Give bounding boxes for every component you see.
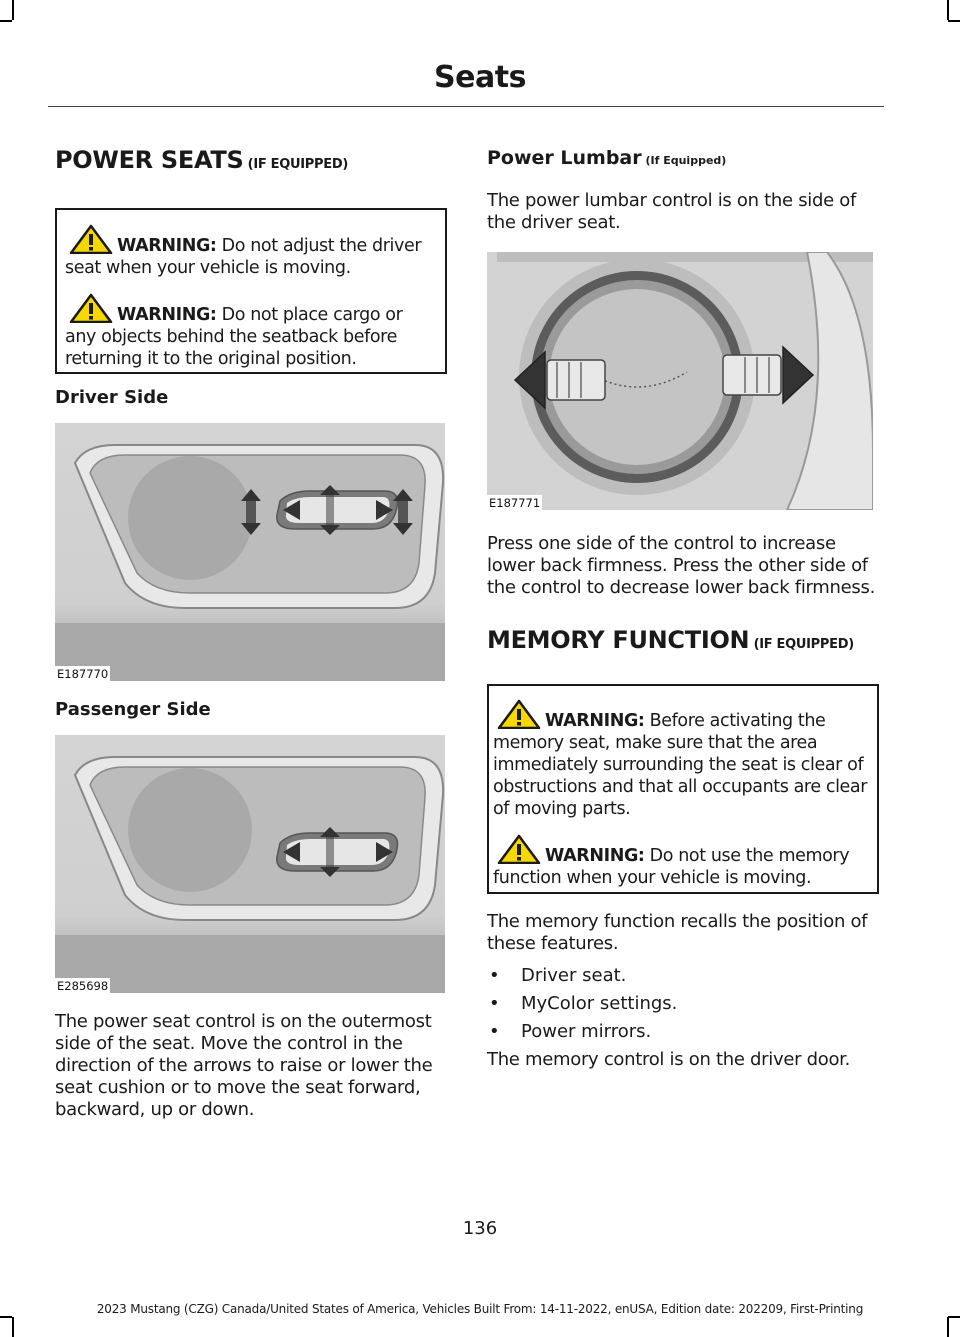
memory-warning-box: WARNING: Before activating the memory se…: [487, 684, 879, 894]
lumbar-control-figure: E187771: [487, 252, 873, 510]
memory-function-heading-suffix: (IF EQUIPPED): [749, 637, 855, 652]
right-column: Power Lumbar (If Equipped) The power lum…: [487, 145, 879, 1071]
warning-text: Do not use the memory function when your…: [493, 846, 850, 888]
warning-triangle-icon: [69, 293, 113, 323]
figure-code: E285698: [55, 978, 111, 993]
bullet-marker: •: [489, 965, 500, 986]
crop-mark: [12, 0, 14, 20]
figure-code: E187770: [55, 666, 111, 681]
warning-label: WARNING:: [545, 846, 645, 866]
lumbar-description: Press one side of the control to increas…: [487, 533, 875, 598]
power-lumbar-heading-suffix: (If Equipped): [641, 154, 727, 167]
list-item-text: MyColor settings.: [521, 993, 678, 1014]
warning-item: WARNING: Do not use the memory function …: [493, 834, 873, 889]
crop-mark: [947, 0, 949, 20]
list-item-text: Power mirrors.: [521, 1021, 652, 1042]
memory-function-heading-main: MEMORY FUNCTION: [487, 626, 750, 654]
list-item: • Driver seat.: [487, 965, 879, 987]
driver-seat-control-illustration: [55, 423, 445, 681]
memory-function-heading: MEMORY FUNCTION (IF EQUIPPED): [487, 625, 879, 660]
warning-label: WARNING:: [117, 305, 217, 325]
lumbar-control-illustration: [487, 252, 873, 510]
power-seats-warning-box: WARNING: Do not adjust the driver seat w…: [55, 208, 447, 374]
driver-seat-control-figure: E187770: [55, 423, 445, 681]
driver-side-heading: Driver Side: [55, 387, 169, 408]
warning-label: WARNING:: [545, 711, 645, 731]
figure-code: E187771: [487, 495, 543, 510]
power-lumbar-heading: Power Lumbar (If Equipped): [487, 145, 879, 174]
warning-item: WARNING: Before activating the memory se…: [493, 699, 873, 820]
passenger-seat-control-figure: E285698: [55, 735, 445, 993]
memory-intro: The memory function recalls the position…: [487, 911, 868, 954]
memory-features-list: • Driver seat. • MyColor settings. • Power …: [487, 965, 879, 1043]
warning-item: WARNING: Do not adjust the driver seat w…: [65, 224, 437, 279]
page-header-title: Seats: [434, 60, 526, 95]
power-seat-description: The power seat control is on the outermo…: [55, 1011, 433, 1120]
warning-triangle-icon: [69, 224, 113, 254]
memory-control-location: The memory control is on the driver door…: [487, 1049, 851, 1070]
list-item: • MyColor settings.: [487, 993, 879, 1015]
crop-mark: [947, 1317, 949, 1337]
crop-mark: [0, 1316, 12, 1318]
lumbar-intro: The power lumbar control is on the side …: [487, 190, 857, 233]
power-seats-heading: POWER SEATS (IF EQUIPPED): [55, 145, 447, 180]
passenger-side-heading: Passenger Side: [55, 699, 211, 720]
header-divider: [48, 106, 884, 107]
bullet-marker: •: [489, 1021, 500, 1042]
crop-mark: [948, 1316, 960, 1318]
warning-text: Before activating the memory seat, make …: [493, 711, 868, 819]
left-column: POWER SEATS (IF EQUIPPED) WARNING: Do no…: [55, 145, 447, 1121]
warning-text: Do not place cargo or any objects behind…: [65, 305, 403, 369]
warning-label: WARNING:: [117, 236, 217, 256]
crop-mark: [12, 1317, 14, 1337]
power-seats-heading-suffix: (IF EQUIPPED): [243, 157, 349, 172]
passenger-seat-control-illustration: [55, 735, 445, 993]
crop-mark: [948, 20, 960, 22]
list-item: • Power mirrors.: [487, 1021, 879, 1043]
power-seats-heading-main: POWER SEATS: [55, 146, 244, 174]
page-number: 136: [462, 1218, 498, 1239]
warning-item: WARNING: Do not place cargo or any objec…: [65, 293, 437, 370]
warning-triangle-icon: [497, 834, 541, 864]
list-item-text: Driver seat.: [521, 965, 627, 986]
power-lumbar-heading-main: Power Lumbar: [487, 147, 642, 169]
warning-text: Do not adjust the driver seat when your …: [65, 236, 422, 278]
bullet-marker: •: [489, 993, 500, 1014]
warning-triangle-icon: [497, 699, 541, 729]
page-footer: 2023 Mustang (CZG) Canada/United States …: [96, 1302, 864, 1316]
crop-mark: [0, 20, 12, 22]
